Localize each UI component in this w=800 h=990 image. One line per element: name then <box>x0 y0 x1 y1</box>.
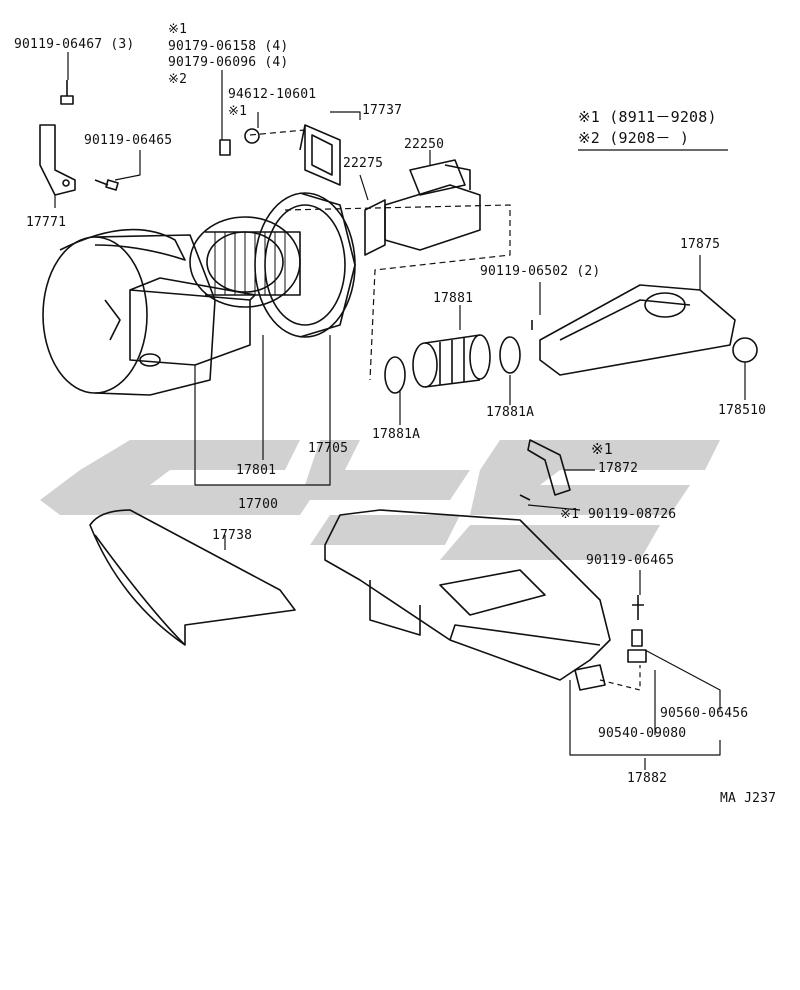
label-17737: 17737 <box>362 103 403 118</box>
gasket-22275 <box>364 199 386 256</box>
label-mark-1: ※1 <box>560 507 580 522</box>
label-90119-06465: 90119-06465 <box>84 133 173 148</box>
cleaner-cap <box>254 192 356 338</box>
label-17700: 17700 <box>238 497 279 512</box>
label-mark-2: ※2 <box>168 72 188 87</box>
label-mark-1: ※1 <box>228 104 248 119</box>
label-17875: 17875 <box>680 237 721 252</box>
label-90179-06158: 90179-06158 (4) <box>168 39 289 54</box>
intake-duct-17875 <box>531 284 758 376</box>
label-17801: 17801 <box>236 463 277 478</box>
label-90119-06467: 90119-06467 (3) <box>14 37 135 52</box>
bolt-icon <box>94 179 119 191</box>
label-17881a: 17881A <box>486 405 535 420</box>
gasket-17737 <box>299 124 341 186</box>
cover-17738 <box>89 509 296 646</box>
bolt-icon <box>60 80 74 105</box>
leader-lines <box>54 52 746 770</box>
label-17705: 17705 <box>308 441 349 456</box>
grommet-icon <box>244 128 260 144</box>
label-90560-06456: 90560-06456 <box>660 706 749 721</box>
label-90179-06096: 90179-06096 (4) <box>168 55 289 70</box>
air-cleaner-case <box>42 228 256 396</box>
label-22250: 22250 <box>404 137 445 152</box>
label-17882: 17882 <box>627 771 668 786</box>
airflow-meter-22250 <box>384 159 481 251</box>
bracket-17771 <box>39 124 76 196</box>
filter-element <box>189 216 301 308</box>
note-1: ※1 (8911－9208) <box>578 108 717 126</box>
clip-icon <box>219 139 231 156</box>
label-mark-1: ※1 <box>168 22 188 37</box>
label-17881a: 17881A <box>372 427 421 442</box>
note-2: ※2 (9208－ ) <box>578 129 690 147</box>
label-178510: 178510 <box>718 403 767 418</box>
label-22275: 22275 <box>343 156 384 171</box>
intake-hose-17881 <box>384 334 521 394</box>
bracket-17872 <box>519 439 571 501</box>
label-17738: 17738 <box>212 528 253 543</box>
mount-bolt-assembly <box>599 595 647 691</box>
label-94612-10601: 94612-10601 <box>228 87 317 102</box>
label-17771: 17771 <box>26 215 67 230</box>
label-90119-08726: 90119-08726 <box>588 507 677 522</box>
label-90119-06502: 90119-06502 (2) <box>480 264 601 279</box>
diagram-code: MA J237 <box>720 791 777 806</box>
resonator-17882 <box>324 509 611 691</box>
watermark <box>40 440 720 560</box>
label-90540-09080: 90540-09080 <box>598 726 687 741</box>
label-17872: 17872 <box>598 461 639 476</box>
label-90119-06465: 90119-06465 <box>586 553 675 568</box>
label-mark-1: ※1 <box>591 440 613 458</box>
label-17881: 17881 <box>433 291 474 306</box>
